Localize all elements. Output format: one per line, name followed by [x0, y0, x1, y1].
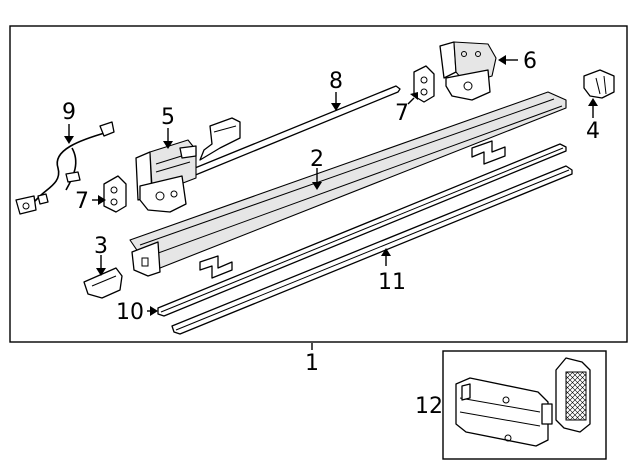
inset-frame: [442, 350, 607, 460]
callout-7-left: 7: [75, 189, 89, 214]
bracket-7-left-part: [103, 175, 127, 213]
callout-8: 8: [329, 69, 343, 94]
wiring-harness-part: [15, 121, 115, 215]
callout-4: 4: [586, 119, 600, 144]
callout-2: 2: [310, 147, 324, 172]
upper-bracket-part: [199, 117, 241, 161]
callout-5: 5: [161, 105, 175, 130]
main-assembly-frame: [9, 25, 628, 343]
bracket-6-part: [439, 41, 497, 101]
running-board-part: [129, 91, 567, 279]
callout-7-right: 7: [395, 101, 409, 126]
callout-3: 3: [94, 234, 108, 259]
callout-11: 11: [378, 270, 406, 295]
callout-6: 6: [523, 49, 537, 74]
lower-molding-part: [171, 165, 573, 335]
callout-1: 1: [305, 351, 319, 376]
callout-9: 9: [62, 100, 76, 125]
motor-bracket-part: [135, 139, 197, 213]
end-bracket-4-part: [583, 69, 615, 99]
leader-lines: [64, 55, 598, 350]
inset-part-12: [455, 357, 591, 447]
edge-strip-part: [157, 143, 567, 317]
callout-12: 12: [415, 394, 443, 419]
end-cap-3-part: [83, 267, 123, 299]
callout-10: 10: [116, 300, 144, 325]
